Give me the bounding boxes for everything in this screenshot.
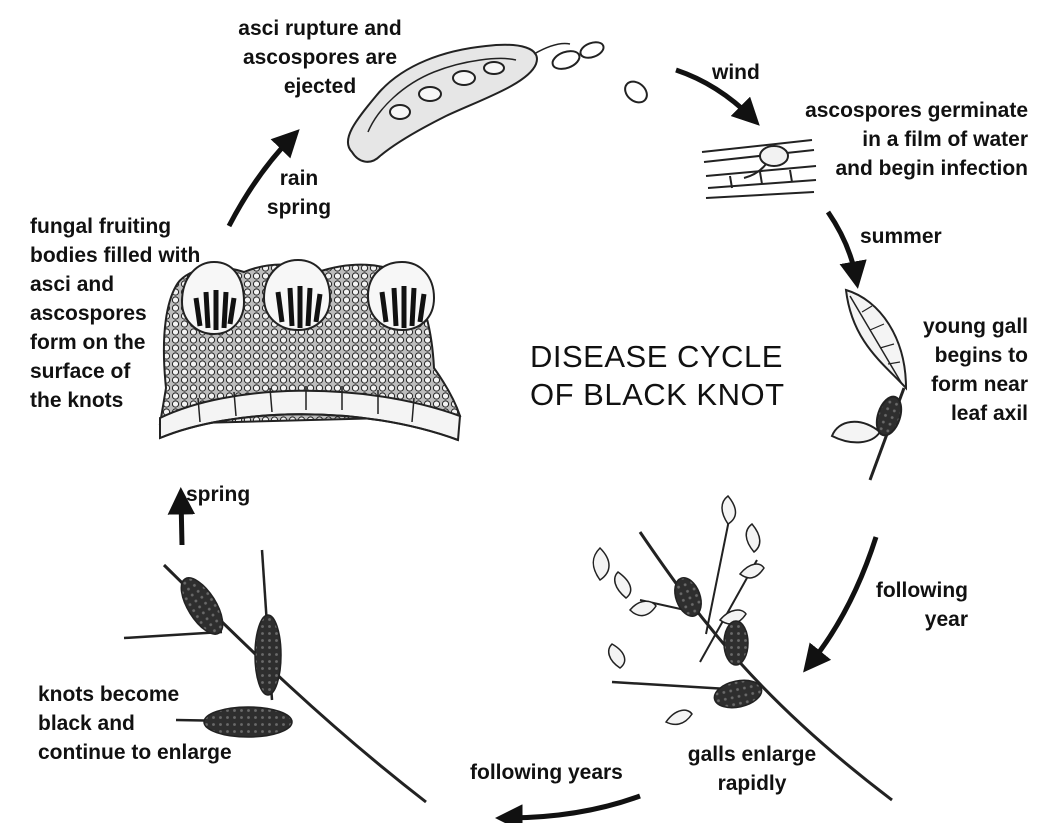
label-fruiting-bodies-line-3: asci and [30, 270, 200, 299]
label-rain-spring: rain spring [262, 164, 336, 222]
label-spring: spring [186, 480, 250, 509]
label-following-year-line-2: year [850, 605, 968, 634]
label-spring-line-1: spring [186, 480, 250, 509]
label-following-year-line-1: following [850, 576, 968, 605]
label-germinate-line-2: in a film of water [786, 125, 1028, 154]
arrow-spring [181, 498, 182, 545]
label-young-gall-line-3: form near [900, 370, 1028, 399]
label-asci-rupture-line-1: asci rupture and [218, 14, 422, 43]
label-knots-black-line-1: knots become [38, 680, 232, 709]
diagram-title: DISEASE CYCLE OF BLACK KNOT [530, 338, 785, 414]
label-young-gall-line-4: leaf axil [900, 399, 1028, 428]
label-fruiting-bodies: fungal fruiting bodies filled with asci … [30, 212, 200, 415]
arrow-summer [828, 212, 856, 278]
label-rain-spring-line-1: rain [262, 164, 336, 193]
young-gall-illustration [832, 290, 906, 480]
label-knots-black-line-3: continue to enlarge [38, 738, 232, 767]
label-germinate: ascospores germinate in a film of water … [786, 96, 1028, 183]
label-asci-rupture-line-2: ascospores are [218, 43, 422, 72]
label-fruiting-bodies-line-4: ascospores [30, 299, 200, 328]
label-fruiting-bodies-line-2: bodies filled with [30, 241, 200, 270]
label-germinate-line-1: ascospores germinate [786, 96, 1028, 125]
label-fruiting-bodies-line-6: surface of [30, 357, 200, 386]
diagram-title-line-2: OF BLACK KNOT [530, 376, 785, 414]
label-summer: summer [860, 222, 942, 251]
label-galls-enlarge: galls enlarge rapidly [672, 740, 832, 798]
label-summer-line-1: summer [860, 222, 942, 251]
label-rain-spring-line-2: spring [262, 193, 336, 222]
label-young-gall-line-2: begins to [900, 341, 1028, 370]
label-following-years-line-1: following years [470, 758, 623, 787]
label-fruiting-bodies-line-7: the knots [30, 386, 200, 415]
label-fruiting-bodies-line-1: fungal fruiting [30, 212, 200, 241]
label-following-years: following years [470, 758, 623, 787]
label-asci-rupture-line-3: ejected [218, 72, 422, 101]
label-germinate-line-3: and begin infection [786, 154, 1028, 183]
fruiting-body-illustration [160, 260, 460, 440]
label-knots-black-line-2: black and [38, 709, 232, 738]
label-wind: wind [712, 58, 760, 87]
label-wind-line-1: wind [712, 58, 760, 87]
label-asci-rupture: asci rupture and ascospores are ejected [218, 14, 422, 101]
arrow-following-years [506, 796, 640, 818]
label-galls-enlarge-line-1: galls enlarge [672, 740, 832, 769]
label-galls-enlarge-line-2: rapidly [672, 769, 832, 798]
diagram-title-line-1: DISEASE CYCLE [530, 338, 785, 376]
label-knots-black: knots become black and continue to enlar… [38, 680, 232, 767]
label-young-gall-line-1: young gall [900, 312, 1028, 341]
label-young-gall: young gall begins to form near leaf axil [900, 312, 1028, 428]
label-fruiting-bodies-line-5: form on the [30, 328, 200, 357]
label-following-year: following year [850, 576, 968, 634]
